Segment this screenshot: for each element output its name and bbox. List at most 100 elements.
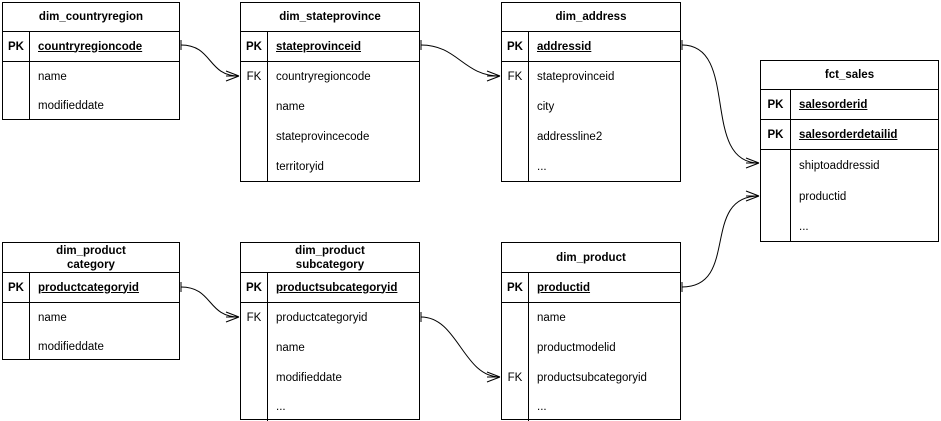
- cardinality-many-crowsfoot-icon: [486, 70, 501, 82]
- key-badge: [3, 92, 29, 120]
- attribute-name: countryregioncode: [38, 40, 143, 53]
- attribute-name: modifieddate: [38, 100, 104, 112]
- key-badge: FK: [507, 71, 523, 83]
- key-column: [761, 150, 791, 241]
- attribute-name: ...: [537, 160, 547, 173]
- attribute-name: addressid: [537, 40, 592, 53]
- key-badge: FK: [246, 71, 262, 83]
- attribute-name: productmodelid: [537, 342, 616, 354]
- entity-title: dim_stateprovince: [241, 3, 419, 32]
- key-column: [3, 62, 30, 120]
- entity-title: dim_product subcategory: [241, 243, 419, 273]
- attribute-block: name modifieddate: [3, 62, 179, 120]
- attribute-row[interactable]: PK salesorderid: [761, 90, 938, 120]
- attribute-name: stateprovinceid: [276, 40, 361, 53]
- key-badge: [241, 333, 267, 363]
- attribute-row[interactable]: PK productcategoryid: [3, 273, 179, 303]
- key-column: FK: [502, 62, 529, 181]
- key-badge: FK: [507, 372, 523, 384]
- attribute-name: productcategoryid: [38, 281, 139, 294]
- key-badge: [3, 303, 29, 333]
- key-badge: PK: [761, 120, 791, 149]
- key-badge: [241, 122, 267, 152]
- attribute-name: ...: [537, 401, 547, 413]
- key-badge: [3, 333, 29, 360]
- key-column: [3, 303, 30, 360]
- attribute-row[interactable]: PK countryregioncode: [3, 32, 179, 62]
- attribute-block: FK countryregioncode name stateprovincecode…: [241, 62, 419, 181]
- entity-title: dim_product: [502, 243, 680, 273]
- cardinality-many-crowsfoot-icon: [486, 371, 501, 383]
- key-badge: [761, 212, 790, 241]
- relationship-line: [681, 195, 760, 288]
- attribute-name: stateprovincecode: [276, 131, 370, 143]
- attribute-name: stateprovinceid: [537, 71, 615, 83]
- entity-title: fct_sales: [761, 61, 938, 90]
- key-badge: PK: [3, 32, 30, 61]
- name-column: name productmodelid productsubcategoryid..…: [529, 303, 680, 421]
- key-badge: [761, 181, 790, 212]
- name-column: productcategoryid name modifieddate...: [268, 303, 419, 421]
- attribute-name: name: [276, 342, 305, 354]
- attribute-name: modifieddate: [38, 340, 104, 353]
- cardinality-many-crowsfoot-icon: [745, 157, 760, 169]
- attribute-name: name: [276, 101, 305, 113]
- attribute-name: productsubcategoryid: [537, 372, 647, 384]
- key-badge: PK: [502, 273, 529, 302]
- key-badge: [241, 152, 267, 181]
- key-badge: [502, 303, 528, 333]
- key-badge: PK: [502, 32, 529, 61]
- key-badge: PK: [3, 273, 30, 302]
- key-column: FK: [502, 303, 529, 421]
- attribute-name: salesorderid: [799, 98, 868, 111]
- attribute-row[interactable]: PK addressid: [502, 32, 680, 62]
- attribute-name: name: [38, 71, 67, 83]
- relationship-rel-subcategory-product: [420, 312, 501, 383]
- attribute-row[interactable]: PK productid: [502, 273, 680, 303]
- relationship-line: [180, 44, 240, 77]
- key-badge: [502, 152, 528, 181]
- key-badge: [241, 393, 267, 421]
- attribute-name: countryregioncode: [276, 71, 371, 83]
- cardinality-many-crowsfoot-icon: [225, 311, 240, 323]
- attribute-name: addressline2: [537, 131, 603, 143]
- relationship-line: [420, 316, 501, 378]
- key-column: FK: [241, 62, 268, 181]
- attribute-name: productcategoryid: [276, 312, 368, 324]
- relationship-rel-address-sales: [681, 40, 760, 169]
- attribute-name: modifieddate: [276, 372, 342, 384]
- key-badge: [241, 363, 267, 393]
- relationship-rel-product-sales: [681, 190, 760, 292]
- key-badge: [502, 122, 528, 152]
- key-badge: [502, 333, 528, 363]
- attribute-name: ...: [276, 401, 286, 413]
- cardinality-many-crowsfoot-icon: [225, 70, 240, 82]
- key-badge: [761, 150, 790, 181]
- attribute-name: name: [537, 312, 566, 324]
- key-badge: [3, 62, 29, 92]
- name-column: name modifieddate: [30, 62, 179, 120]
- key-badge: PK: [761, 90, 791, 119]
- attribute-name: ...: [799, 220, 809, 233]
- entity-title: dim_countryregion: [3, 3, 179, 32]
- attribute-name: productid: [537, 281, 591, 294]
- attribute-name: shiptoaddressid: [799, 159, 880, 172]
